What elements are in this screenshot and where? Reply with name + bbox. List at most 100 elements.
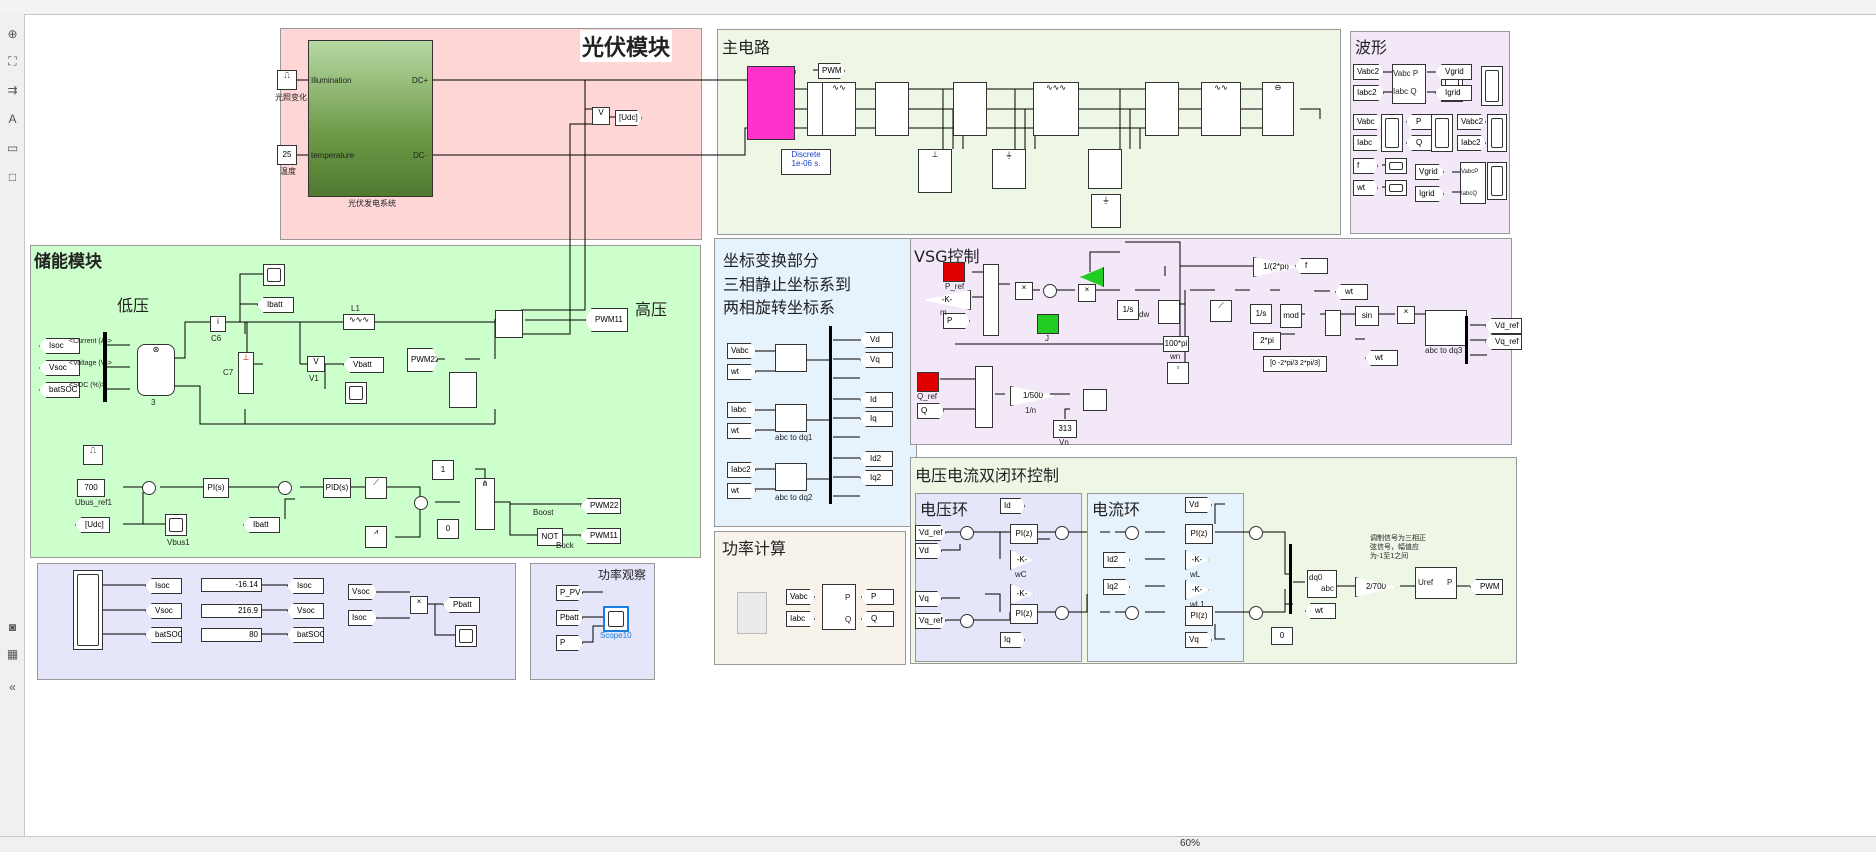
pobs-p-from[interactable]: P <box>556 635 583 651</box>
soc-scope[interactable] <box>73 570 103 650</box>
udc-goto-tag[interactable]: [Udc] <box>615 110 642 126</box>
measurement-block-1[interactable] <box>807 82 823 136</box>
ibatt-goto[interactable]: Ibatt <box>257 297 294 313</box>
wn-constant[interactable]: 100*pi <box>1163 336 1189 352</box>
measurement-block-2[interactable] <box>875 82 909 136</box>
coord-vd-goto[interactable]: Vd <box>860 332 893 348</box>
soc-batsoc-from[interactable]: batSOC <box>145 627 182 643</box>
inductor-l1[interactable]: ∿∿∿ <box>343 314 375 330</box>
pi-controller[interactable]: PI(s) <box>203 478 229 498</box>
saturation-block[interactable]: ⟋ <box>365 477 387 499</box>
mod-block[interactable]: mod <box>1280 304 1302 328</box>
abc-to-dq0-1[interactable] <box>775 344 807 372</box>
coord-vq-goto[interactable]: Vq <box>860 352 893 368</box>
wave-vabc2-tag[interactable]: Vabc2 <box>1353 64 1384 80</box>
p-ref-constant[interactable] <box>943 262 965 282</box>
iloop-iq2-from[interactable]: Iq2 <box>1103 579 1130 595</box>
coord-vabc-from[interactable]: Vabc <box>727 343 756 359</box>
phase-constant[interactable]: [0 -2*pi/3 2*pi/3] <box>1263 356 1327 372</box>
inverter-bridge[interactable] <box>747 66 795 140</box>
lower-mosfet[interactable] <box>449 372 477 408</box>
vloop-vd-from[interactable]: Vd <box>915 543 942 559</box>
capacitor-c7[interactable]: ⊥ <box>238 352 254 394</box>
coord-iq-goto[interactable]: Iq <box>860 411 893 427</box>
vsg-saturation[interactable]: ⟋ <box>1210 300 1232 322</box>
iloop-vq-from[interactable]: Vq <box>1185 632 1212 648</box>
coord-iabc2-from[interactable]: Iabc2 <box>727 462 756 478</box>
vsg-product-3[interactable]: × <box>1397 306 1415 324</box>
measurement-block-3[interactable] <box>953 82 987 136</box>
vsg-wt-goto[interactable]: wt <box>1335 284 1368 300</box>
storage-batsoc-goto[interactable]: batSOC <box>39 382 80 398</box>
pwm22-from-tag[interactable]: PWM22 <box>407 348 438 372</box>
coord-iq2-goto[interactable]: Iq2 <box>860 470 893 486</box>
pbatt-isoc-from[interactable]: Isoc <box>348 610 377 626</box>
ibatt-scope[interactable] <box>263 264 285 286</box>
sawtooth-generator[interactable]: ⩘ <box>365 526 387 548</box>
wave-vgrid2-tag[interactable]: Vgrid <box>1415 164 1444 180</box>
power-iabc-from[interactable]: Iabc <box>786 611 815 627</box>
wave-pq-measure[interactable] <box>1460 162 1486 204</box>
camera-icon[interactable]: ◙ <box>8 620 17 634</box>
load-bank[interactable]: ⏚ <box>992 149 1026 189</box>
pwm11-goto[interactable]: PWM11 <box>580 528 621 544</box>
vsg-p-from[interactable]: P <box>943 313 970 329</box>
dq0-to-abc[interactable] <box>1307 570 1337 598</box>
irradiance-step-block[interactable]: ⎍ <box>277 70 297 90</box>
wave-vabc2b-tag[interactable]: Vabc2 <box>1457 114 1486 130</box>
ubus-ref-constant[interactable]: 700 <box>77 479 105 497</box>
wave-scope-4[interactable] <box>1431 114 1453 152</box>
abc-to-dq0-2[interactable] <box>775 404 807 432</box>
vn-constant[interactable]: 313 <box>1053 420 1077 438</box>
rate-limiter[interactable]: ▫ <box>1167 362 1189 384</box>
dual-zero-constant[interactable]: 0 <box>1271 627 1293 645</box>
grid-source[interactable]: ⊖ <box>1262 82 1294 136</box>
coord-wt2-from[interactable]: wt <box>727 423 756 439</box>
dual-wt-from[interactable]: wt <box>1305 603 1336 619</box>
collapse-icon[interactable]: « <box>9 680 16 694</box>
inductor-block-2[interactable]: ∿∿∿ <box>1033 82 1079 136</box>
pv-array-subsystem[interactable] <box>308 40 433 197</box>
wave-iabc2-tag[interactable]: Iabc2 <box>1353 85 1384 101</box>
pbatt-goto[interactable]: Pbatt <box>443 597 480 613</box>
coord-id-goto[interactable]: Id <box>860 392 893 408</box>
wave-iabc-tag[interactable]: Iabc <box>1353 135 1382 151</box>
battery-current-meter[interactable]: i <box>210 316 226 332</box>
wave-igrid2-tag[interactable]: Igrid <box>1415 186 1444 202</box>
abc-to-dq3[interactable] <box>1425 310 1467 346</box>
temperature-constant[interactable]: 25 <box>277 145 297 165</box>
vsg-sum-vn[interactable] <box>1083 389 1107 411</box>
udc-from-tag[interactable]: [Udc] <box>75 517 110 533</box>
vbatt-scope[interactable] <box>345 382 367 404</box>
voltmeter-v1[interactable]: V <box>307 356 325 372</box>
capacitor-bank[interactable]: ⊥ <box>918 149 952 193</box>
wave-scope-2[interactable] <box>1481 66 1503 106</box>
pobs-pbatt-from[interactable]: Pbatt <box>556 610 583 626</box>
disp-isoc-from[interactable]: Isoc <box>287 578 324 594</box>
scope10[interactable] <box>603 606 629 632</box>
storage-isoc-goto[interactable]: Isoc <box>39 338 80 354</box>
pwm-from-tag[interactable]: PWM <box>818 63 845 79</box>
zoom-in-icon[interactable]: ⊕ <box>7 27 18 41</box>
integrator-dw[interactable]: 1/s <box>1117 300 1139 320</box>
power-p-goto[interactable]: P <box>861 589 894 605</box>
ground-load[interactable]: ⏚ <box>1091 194 1121 228</box>
vloop-id-from[interactable]: Id <box>1000 498 1025 514</box>
coord-id2-goto[interactable]: Id2 <box>860 451 893 467</box>
vloop-iq-from[interactable]: Iq <box>1000 632 1025 648</box>
soc-isoc-from[interactable]: Isoc <box>145 578 182 594</box>
pbatt-scope[interactable] <box>455 625 477 647</box>
signal-route-icon[interactable]: ⇉ <box>7 83 18 97</box>
vloop-pi-q[interactable]: PI(z) <box>1010 604 1038 624</box>
two-pi-constant[interactable]: 2*pi <box>1253 332 1281 350</box>
pbatt-vsoc-from[interactable]: Vsoc <box>348 584 377 600</box>
const-one[interactable]: 1 <box>432 460 454 480</box>
coord-iabc-from[interactable]: Iabc <box>727 402 756 418</box>
fit-view-icon[interactable]: ⛶ <box>8 54 17 68</box>
iloop-pi-q[interactable]: PI(z) <box>1185 606 1213 626</box>
vloop-vq-ref-from[interactable]: Vq_ref <box>915 613 946 629</box>
const-zero[interactable]: 0 <box>437 519 459 539</box>
vloop-vd-ref-from[interactable]: Vd_ref <box>915 525 946 541</box>
mode-switch[interactable]: ⋔ <box>475 478 495 530</box>
inductor-block-3[interactable]: ∿∿ <box>1201 82 1241 136</box>
